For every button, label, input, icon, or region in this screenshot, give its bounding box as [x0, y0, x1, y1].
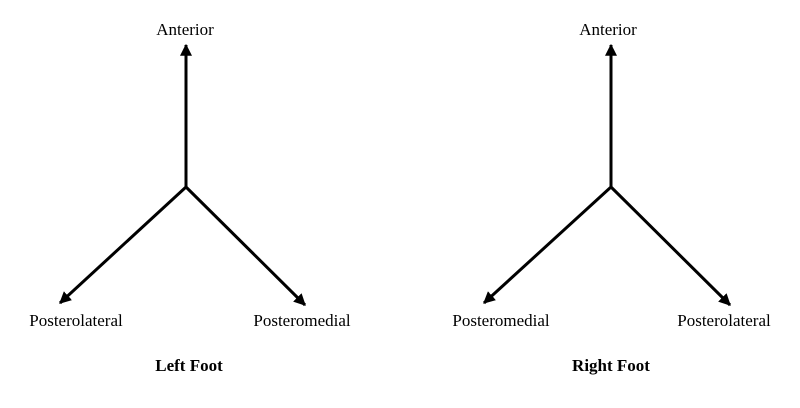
posteromedial-label: Posteromedial: [452, 311, 550, 330]
right-foot-diagram: Anterior Posteromedial Posterolateral Ri…: [400, 0, 800, 408]
left-foot-diagram: Anterior Posterolateral Posteromedial Le…: [29, 20, 351, 375]
posterolateral-arrow: [58, 185, 188, 305]
right-foot-arrows: [482, 43, 732, 307]
anterior-label: Anterior: [579, 20, 637, 39]
left-foot-title: Left Foot: [155, 356, 223, 375]
left-foot-arrows: [58, 43, 307, 307]
posterolateral-label: Posterolateral: [677, 311, 771, 330]
posteromedial-arrow: [482, 185, 613, 305]
right-foot-title: Right Foot: [572, 356, 650, 375]
anterior-label: Anterior: [156, 20, 214, 39]
posteromedial-arrow: [184, 185, 307, 307]
posterolateral-arrow: [609, 185, 732, 307]
posterolateral-label: Posterolateral: [29, 311, 123, 330]
posteromedial-label: Posteromedial: [253, 311, 351, 330]
